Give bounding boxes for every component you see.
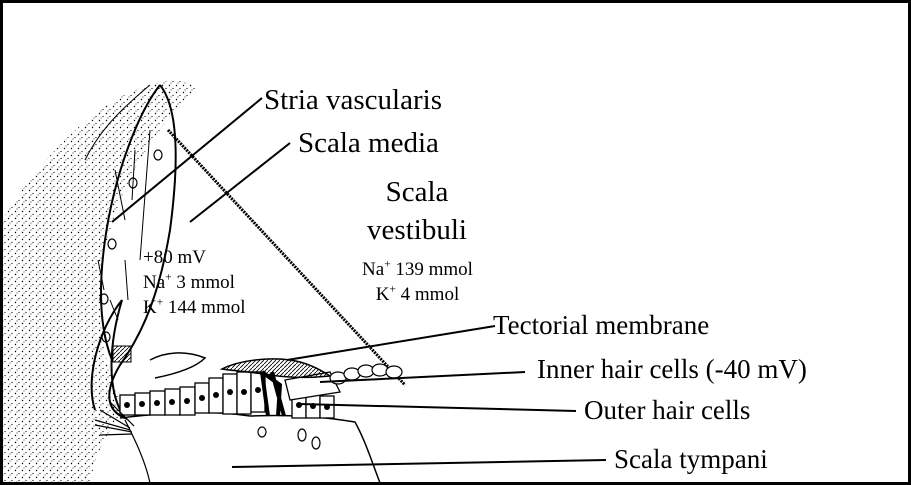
label-scala-media: Scala media (298, 127, 439, 160)
scala-vestibuli-sodium: Na+ 139 mmol (340, 257, 495, 282)
scala-media-sodium: Na+ 3 mmol (143, 270, 246, 295)
scala-media-potassium: K+ 144 mmol (143, 295, 246, 320)
basilar-membrane (120, 412, 380, 483)
leader-scala-media (190, 143, 290, 222)
spiral-limbus (150, 353, 205, 378)
scala-vestibuli-potassium: K+ 4 mmol (340, 282, 495, 307)
scala-media-values: +80 mV Na+ 3 mmol K+ 144 mmol (143, 245, 246, 320)
leader-scala-tympani (232, 460, 606, 467)
scala-media-potential: +80 mV (143, 245, 246, 270)
leader-outer-hair-cells (300, 404, 576, 411)
label-scala-vestibuli-line2: vestibuli (352, 214, 482, 247)
label-stria-vascularis: Stria vascularis (264, 84, 442, 117)
leader-tectorial-membrane (287, 326, 495, 360)
label-scala-tympani: Scala tympani (614, 444, 768, 475)
hatched-cell-cluster (113, 346, 131, 362)
small-cells (258, 427, 320, 449)
label-inner-hair-cells: Inner hair cells (-40 mV) (537, 354, 807, 385)
scala-vestibuli-values: Na+ 139 mmol K+ 4 mmol (340, 257, 495, 307)
label-scala-vestibuli-line1: Scala (372, 176, 462, 209)
label-outer-hair-cells: Outer hair cells (584, 395, 750, 426)
label-tectorial-membrane: Tectorial membrane (493, 310, 709, 341)
